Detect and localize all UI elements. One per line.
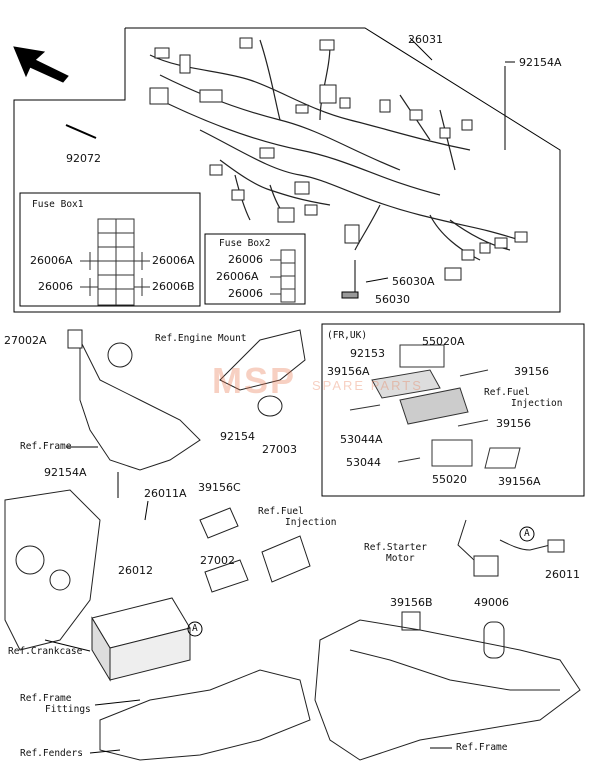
- harness-frame: [13, 27, 561, 313]
- part-92072: 92072: [66, 152, 101, 165]
- fuse-box-2-frame: [204, 233, 306, 305]
- part-26011: 26011: [545, 568, 580, 581]
- part-27002A: 27002A: [4, 334, 47, 347]
- part-92154A-top: 92154A: [519, 56, 562, 69]
- ref-engine-mount: Ref.Engine Mount: [155, 333, 247, 344]
- part-92154A-mid: 92154A: [44, 466, 87, 479]
- fr-uk-frame: [321, 323, 585, 497]
- cable-tie-92072: [65, 124, 97, 139]
- starter-relay: [457, 519, 565, 577]
- part-53044: 53044: [346, 456, 381, 469]
- part-92153: 92153: [350, 347, 385, 360]
- part-26012: 26012: [118, 564, 153, 577]
- part-26006A-fb2: 26006A: [216, 270, 259, 283]
- ref-frame-lower: Ref.Frame: [456, 742, 508, 753]
- ref-frame-upper: Ref.Frame: [20, 441, 72, 452]
- engine-mount-region: [67, 329, 306, 471]
- ref-fuel-injection-b-1: Ref.Fuel: [258, 506, 304, 517]
- part-27003: 27003: [262, 443, 297, 456]
- fr-uk-parts: [349, 344, 521, 469]
- part-27002: 27002: [200, 554, 235, 567]
- part-26006A-right: 26006A: [152, 254, 195, 267]
- part-39156A-b: 39156A: [498, 475, 541, 488]
- fuse-box-2: [270, 249, 296, 303]
- callout-a-2: [519, 526, 535, 542]
- part-56030A: 56030A: [392, 275, 435, 288]
- ref-crankcase: Ref.Crankcase: [8, 646, 83, 657]
- callout-a-2-label: A: [524, 528, 530, 539]
- direction-arrow-icon: [13, 46, 69, 83]
- frame-region: [314, 619, 581, 761]
- label-plates-56030: [341, 260, 389, 299]
- part-26006-fb2: 26006: [228, 253, 263, 266]
- fuse-box-1-heading: Fuse Box1: [32, 199, 84, 210]
- part-26006B: 26006B: [152, 280, 195, 293]
- ref-starter-motor-2: Motor: [386, 553, 415, 564]
- callout-a-1-label: A: [192, 623, 198, 634]
- fender-region: [99, 669, 311, 761]
- part-39156-b: 39156: [496, 417, 531, 430]
- wiring-harness: [149, 39, 521, 261]
- watermark-logo: MSP: [212, 360, 297, 401]
- crankcase-region: [4, 489, 101, 651]
- part-39156A-a: 39156A: [327, 365, 370, 378]
- watermark-text: SPARE PARTS: [312, 378, 423, 393]
- ref-starter-motor-1: Ref.Starter: [364, 542, 427, 553]
- ref-fuel-injection-a-2: Injection: [511, 398, 563, 409]
- part-39156-a: 39156: [514, 365, 549, 378]
- callout-a-1: [187, 621, 203, 637]
- ref-frame-fittings-1: Ref.Frame: [20, 693, 72, 704]
- part-53044A: 53044A: [340, 433, 383, 446]
- part-39156B: 39156B: [390, 596, 433, 609]
- region-fr-uk: (FR,UK): [327, 330, 368, 341]
- harness-connectors: [149, 37, 528, 281]
- ref-fuel-injection-a-1: Ref.Fuel: [484, 387, 530, 398]
- part-55020A: 55020A: [422, 335, 465, 348]
- part-39156C: 39156C: [198, 481, 241, 494]
- part-92154: 92154: [220, 430, 255, 443]
- ref-fuel-injection-b-2: Injection: [285, 517, 337, 528]
- part-49006: 49006: [474, 596, 509, 609]
- relay-parts: [199, 507, 505, 659]
- fuse-box-2-heading: Fuse Box2: [219, 238, 271, 249]
- part-56030: 56030: [375, 293, 410, 306]
- ref-frame-fittings-2: Fittings: [45, 704, 91, 715]
- battery-26012: [91, 597, 191, 682]
- part-55020: 55020: [432, 473, 467, 486]
- part-26006-left: 26006: [38, 280, 73, 293]
- part-26031: 26031: [408, 33, 443, 46]
- fuse-box-1: [80, 218, 150, 306]
- part-26006-fb2b: 26006: [228, 287, 263, 300]
- part-26006A-left: 26006A: [30, 254, 73, 267]
- part-26011A: 26011A: [144, 487, 187, 500]
- ref-fenders: Ref.Fenders: [20, 748, 83, 759]
- fuse-box-1-frame: [19, 192, 201, 307]
